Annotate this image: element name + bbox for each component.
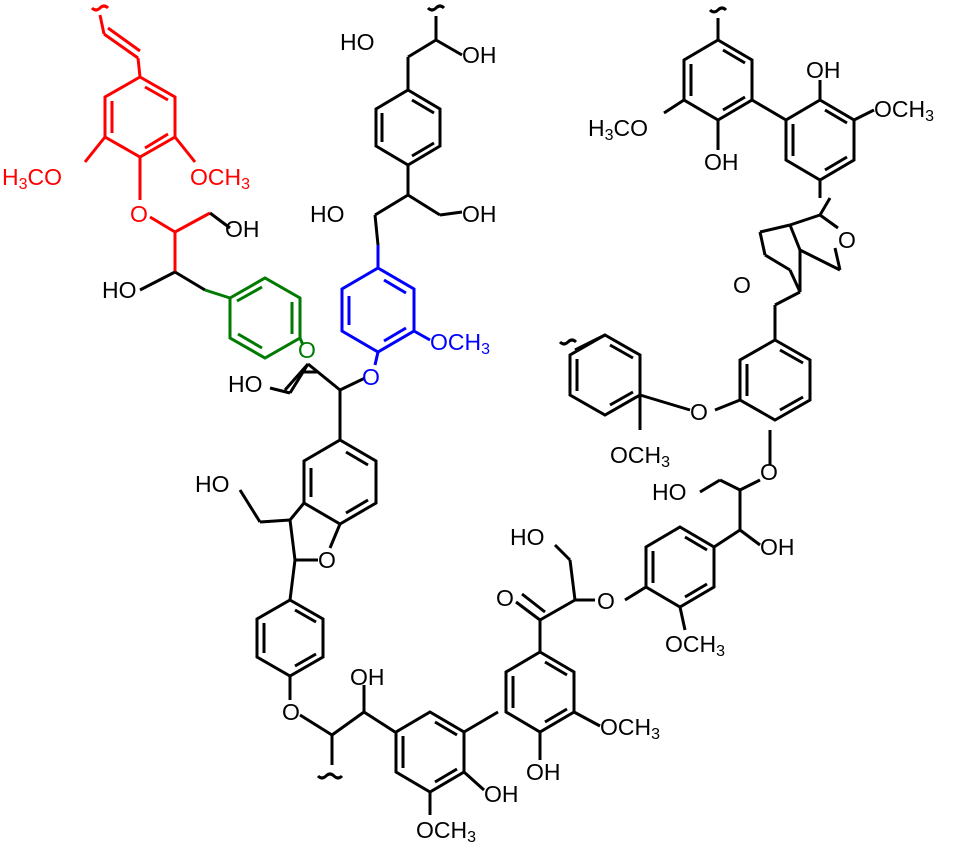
label-right-och3-low: OCH3 [665, 631, 725, 660]
label-ho-left-2: HO [228, 371, 263, 397]
label-top-ho: HO [340, 29, 375, 55]
label-bottom-o: O [282, 699, 300, 725]
label-red-oh: OH [225, 216, 260, 242]
top-right-ring-2 [784, 98, 856, 182]
wavy-bond-top [426, 4, 446, 12]
label-bottom-oh: OH [484, 781, 519, 807]
red-aromatic-ring [103, 75, 177, 159]
label-ring-o-upper: O [838, 227, 856, 253]
label-center-ho: HO [510, 524, 545, 550]
wavy-bond-top-right [708, 6, 728, 14]
top-right-ring-1 [682, 38, 754, 122]
bottom-left-ring [394, 710, 466, 794]
wavy-bond-end [90, 4, 110, 12]
label-ring-o-lower: O [733, 272, 751, 298]
green-aromatic-ring [228, 276, 302, 360]
right-upper-ring [738, 338, 812, 422]
label-center-och3: OCH3 [600, 714, 660, 743]
label-ho-left-1: HO [102, 277, 137, 303]
label-mid-oh: OH [462, 201, 497, 227]
bottom-right-ring [504, 650, 576, 734]
wavy-bond-left-ring [558, 338, 578, 346]
right-guaiacyl-ring [568, 333, 642, 417]
top-middle-ring [374, 88, 442, 167]
green-unit [204, 276, 305, 360]
label-ketone-o: O [496, 585, 514, 611]
label-right-o-link: O [760, 459, 778, 485]
label-bottom-och3: OCH3 [416, 817, 476, 846]
red-sinapyl-unit [83, 4, 211, 272]
label-red-och3: OCH3 [190, 164, 250, 193]
label-center-o: O [597, 588, 615, 614]
label-ho-left-3: HO [195, 471, 230, 497]
label-center-oh: OH [526, 759, 561, 785]
wavy-bond-bottom [316, 772, 344, 780]
label-tr-oh: OH [806, 57, 841, 83]
blue-aromatic-ring [340, 266, 416, 354]
label-red-h3co: H3CO [2, 164, 62, 193]
label-green-o: O [298, 337, 316, 363]
lower-phenyl-ring [255, 598, 325, 678]
blue-unit [340, 245, 431, 366]
label-tr-h3co: H3CO [588, 115, 648, 144]
label-right-o-biaryl: O [690, 399, 708, 425]
label-tr-och3: OCH3 [874, 96, 934, 125]
black-backbone [139, 4, 875, 815]
label-right-ho: HO [652, 479, 687, 505]
label-red-o: O [130, 201, 148, 227]
label-top-oh: OH [462, 42, 497, 68]
label-tr-oh-low: OH [704, 149, 739, 175]
label-blue-och3: OCH3 [430, 329, 490, 358]
label-blue-o: O [362, 364, 380, 390]
label-bottom-oh-top: OH [350, 664, 385, 690]
center-right-ring [644, 525, 716, 609]
label-mid-ho: HO [310, 201, 345, 227]
label-right-oh: OH [760, 534, 795, 560]
benzofuran-benzene-ring [302, 438, 378, 526]
label-right-och3-mid: OCH3 [610, 442, 670, 471]
label-furan-o: O [318, 547, 336, 573]
